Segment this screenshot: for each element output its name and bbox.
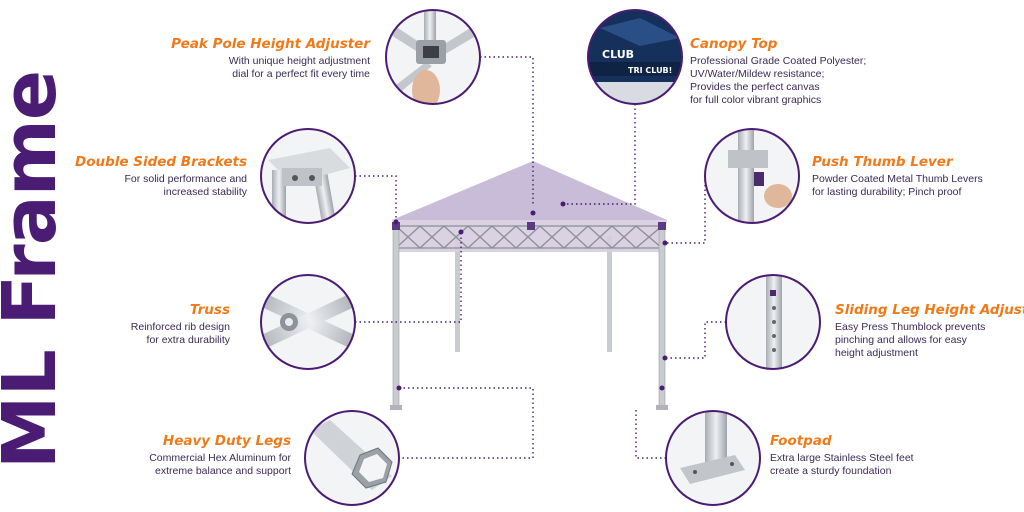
feature-title: Heavy Duty Legs [162,433,291,449]
feature-truss: Truss Reinforced rib design for extra du… [0,302,230,347]
feature-canopy-top: Canopy Top Professional Grade Coated Pol… [690,36,980,107]
corner-bracket [658,222,666,230]
feature-peak-pole-height-adjuster: Peak Pole Height Adjuster With unique he… [80,36,370,81]
tent-illustration [390,161,668,410]
feature-title: Peak Pole Height Adjuster [171,36,370,52]
feature-description: For solid performance and increased stab… [124,173,247,198]
feature-description: With unique height adjustment dial for a… [228,55,370,80]
feature-footpad: Footpad Extra large Stainless Steel feet… [770,433,1010,478]
front-left-leg [392,225,400,409]
canopy-tag-text: TRI CLUB! [628,66,672,75]
canopy-brand-text: CLUB [602,48,634,61]
feature-double-sided-brackets: Double Sided Brackets For solid performa… [0,154,247,199]
feature-heavy-duty-legs: Heavy Duty Legs Commercial Hex Aluminum … [1,433,291,478]
heavy-duty-legs-detail-image [304,410,400,506]
feature-title: Push Thumb Lever [812,154,953,170]
feature-title: Canopy Top [690,36,778,52]
front-right-leg [658,225,666,409]
double-sided-brackets-detail-image [260,128,356,224]
truss-detail-image [260,274,356,370]
peak-pole-detail-image [385,9,481,105]
feature-title: Double Sided Brackets [75,154,247,170]
feature-push-thumb-lever: Push Thumb Lever Powder Coated Metal Thu… [812,154,1017,199]
footpad-left [390,405,402,410]
back-right-leg [607,236,612,352]
footpad-detail-image [665,410,761,506]
footpad-right [656,405,668,410]
mid-bracket [527,222,535,230]
back-left-leg [455,236,460,352]
canopy-roof [392,161,667,220]
feature-description: Commercial Hex Aluminum for extreme bala… [149,452,291,477]
corner-bracket [392,222,400,230]
feature-description: Powder Coated Metal Thumb Levers for las… [812,173,983,198]
sliding-leg-adjuster-detail-image [725,274,821,370]
feature-title: Footpad [770,433,832,449]
connector-lines [355,56,726,459]
feature-sliding-leg-height-adjuster: Sliding Leg Height Adjuster Easy Press T… [835,302,1024,360]
feature-description: Easy Press Thumblock prevents pinching a… [835,321,986,359]
feature-title: Truss [189,302,230,318]
feature-description: Professional Grade Coated Polyester; UV/… [690,55,867,106]
connector-dots [393,201,668,391]
feature-description: Extra large Stainless Steel feet create … [770,452,914,477]
feature-description: Reinforced rib design for extra durabili… [130,321,230,346]
feature-title: Sliding Leg Height Adjuster [835,302,1024,318]
canopy-top-detail-image: CLUB TRI CLUB! [587,9,683,105]
push-thumb-lever-detail-image [704,128,800,224]
